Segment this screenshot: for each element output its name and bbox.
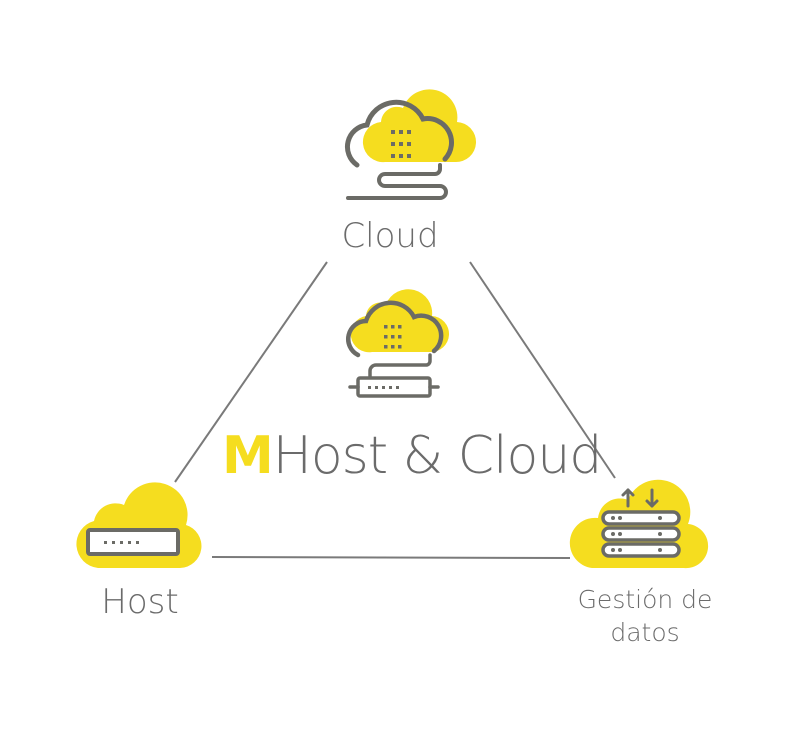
node-label-host: Host <box>101 582 179 622</box>
brand-mark: M <box>222 426 274 486</box>
node-label-cloud: Cloud <box>341 216 439 256</box>
cloud-host-server-icon <box>346 289 450 398</box>
brand-text: Host & Cloud <box>272 426 603 486</box>
database-server-sync-icon <box>569 479 709 569</box>
cloud-with-cable-icon <box>345 89 477 200</box>
edge-cloud-data <box>469 261 616 479</box>
node-label-data-management: Gestión de datos <box>577 585 713 647</box>
edge-host-data <box>211 556 571 559</box>
cloud-host-icon <box>76 482 202 568</box>
edge-cloud-host <box>174 261 328 483</box>
brand-logo: MHost & Cloud <box>222 426 602 486</box>
